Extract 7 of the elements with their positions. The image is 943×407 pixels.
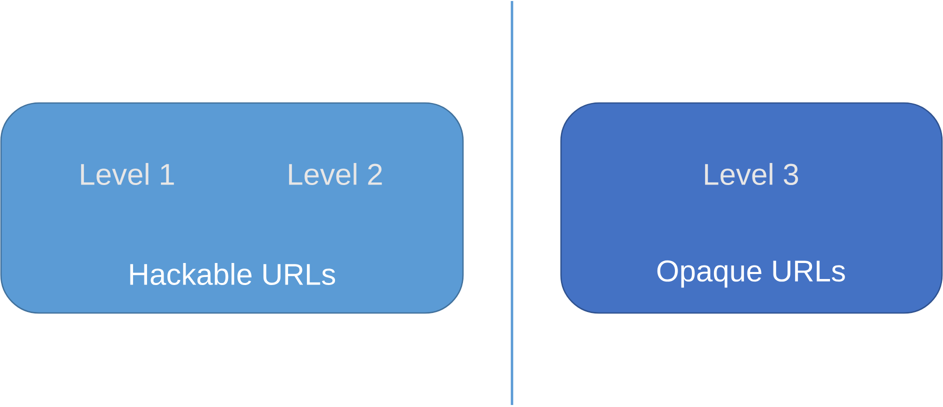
box-title: Hackable URLs xyxy=(130,262,336,285)
level-label: Level 2 xyxy=(289,162,382,185)
box-title: Opaque URLs xyxy=(657,260,845,288)
rounded-box xyxy=(0,102,464,314)
rounded-box xyxy=(560,102,943,314)
level-label: Level 3 xyxy=(705,162,798,185)
level-label: Level 1 xyxy=(81,162,174,185)
